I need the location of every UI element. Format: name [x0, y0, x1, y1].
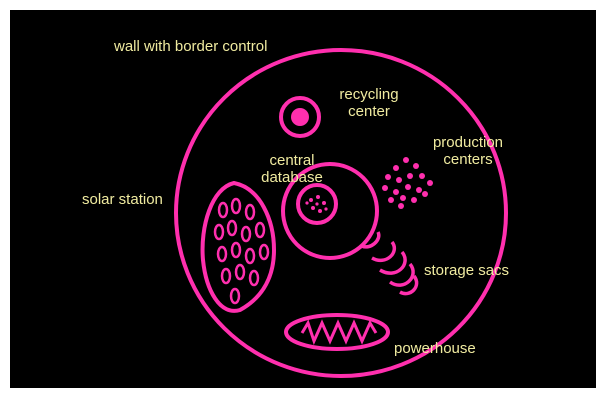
label-production-centers: production centers [418, 134, 518, 168]
label-wall: wall with border control [114, 38, 267, 55]
storage-sacs [362, 232, 417, 294]
label-recycling-line2: center [328, 103, 410, 120]
database-granules [305, 195, 327, 213]
recycling-center-core [291, 108, 309, 126]
label-central-database: central database [250, 152, 334, 186]
label-database-line1: central [250, 152, 334, 169]
label-production-line1: production [418, 134, 518, 151]
label-database-line2: database [250, 169, 334, 186]
label-powerhouse: powerhouse [394, 340, 476, 357]
label-storage-sacs: storage sacs [424, 262, 509, 279]
label-recycling-line1: recycling [328, 86, 410, 103]
powerhouse-cristae [302, 323, 376, 341]
solar-station-grana [215, 199, 268, 303]
label-production-line2: centers [418, 151, 518, 168]
diagram-canvas: wall with border control recycling cente… [10, 10, 596, 388]
label-solar-station: solar station [82, 191, 163, 208]
label-recycling-center: recycling center [328, 86, 410, 120]
